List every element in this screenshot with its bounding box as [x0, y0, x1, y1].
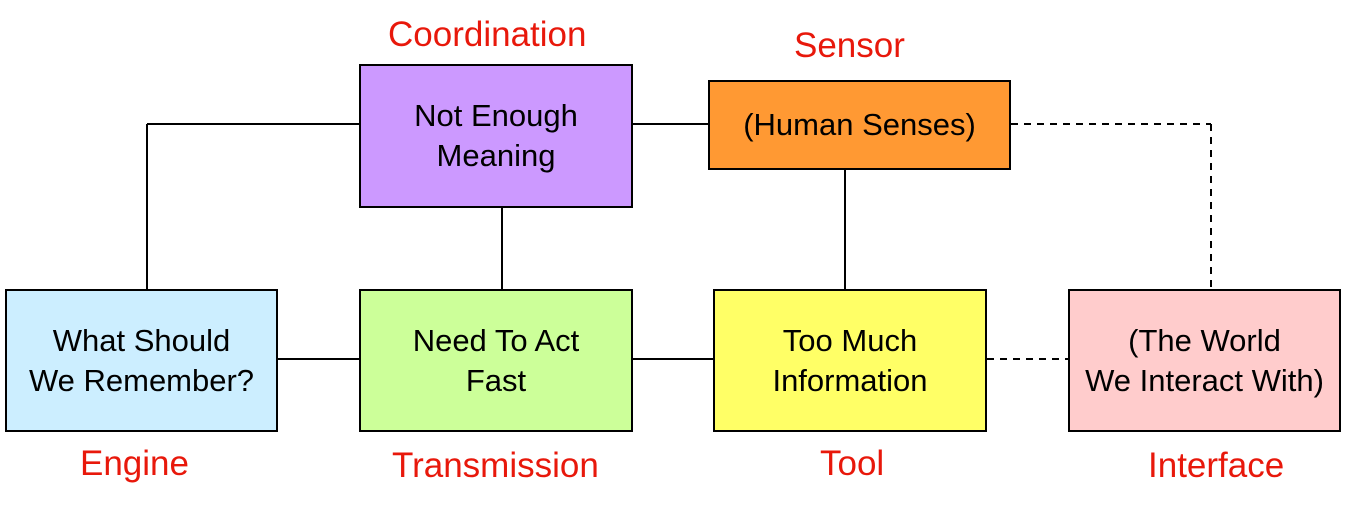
tool-label: Tool [820, 444, 885, 483]
engine-box-text: What Should We Remember? [28, 322, 255, 398]
engine-box: What Should We Remember? [5, 289, 278, 432]
sensor-box: (Human Senses) [708, 80, 1011, 170]
interface-box: (The World We Interact With) [1068, 289, 1341, 432]
coordination-box: Not Enough Meaning [359, 64, 633, 208]
tool-box-text: Too Much Information [772, 322, 928, 398]
interface-box-text: (The World We Interact With) [1085, 322, 1324, 398]
transmission-box: Need To Act Fast [359, 289, 633, 432]
coordination-box-text: Not Enough Meaning [414, 98, 578, 173]
transmission-box-text: Need To Act Fast [412, 322, 580, 398]
tool-box: Too Much Information [713, 289, 987, 432]
coordination-label: Coordination [388, 15, 587, 54]
interface-label: Interface [1148, 446, 1285, 485]
sensor-label: Sensor [794, 26, 905, 65]
transmission-label: Transmission [392, 446, 599, 485]
engine-label: Engine [80, 444, 189, 483]
sensor-box-text: (Human Senses) [743, 107, 976, 142]
